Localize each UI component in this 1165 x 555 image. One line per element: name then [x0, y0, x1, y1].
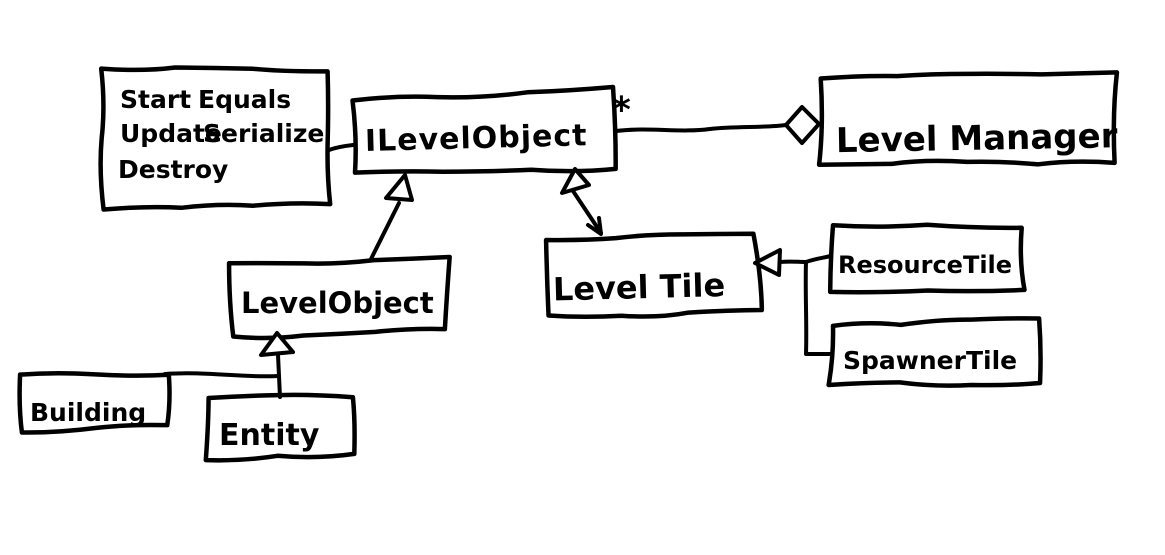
hollow-triangle-icon: [259, 331, 295, 357]
edge-spawnertile-branch: [803, 260, 833, 357]
note-method-destroy: Destroy: [118, 155, 228, 184]
node-spawnertile: SpawnerTile: [826, 316, 1043, 388]
edge-levelobject-realization: [369, 201, 401, 261]
note-method-update: Update: [120, 119, 222, 148]
node-resourcetile: ResourceTile: [827, 222, 1027, 295]
note-method-start: Start: [120, 85, 191, 114]
node-building: Building: [17, 370, 172, 435]
node-levelobject: LevelObject: [226, 254, 452, 341]
arrowhead-icon: [586, 216, 603, 236]
edge-building-branch: [163, 371, 280, 379]
aggregation-diamond-icon: [784, 105, 821, 145]
node-label-leveltile: Level Tile: [552, 266, 725, 308]
hollow-triangle-icon: [560, 167, 591, 195]
note-method-equals: Equals: [198, 85, 291, 114]
node-label-resourcetile: ResourceTile: [838, 251, 1012, 279]
edge-resourcetile-branch: [804, 254, 833, 264]
node-label-levelmanager: Level Manager: [836, 116, 1118, 161]
note-method-serialize: Serialize: [203, 119, 324, 148]
node-leveltile: Level Tile: [543, 231, 765, 319]
edge-aggregation-line: [614, 123, 788, 133]
node-box-spawnertile: [826, 316, 1043, 388]
hollow-triangle-icon: [753, 248, 782, 277]
node-entity: Entity: [203, 392, 357, 463]
edges: *: [163, 90, 833, 399]
node-box-resourcetile: [827, 222, 1027, 295]
edge-note-to-ilevelobject: [327, 143, 355, 152]
node-box-building: [17, 370, 172, 435]
node-label-building: Building: [30, 398, 146, 427]
node-label-entity: Entity: [219, 418, 320, 453]
node-label-ilevelobject: ILevelObject: [365, 118, 588, 159]
hollow-triangle-icon: [384, 173, 414, 202]
note-box-outline: [98, 65, 333, 212]
edge-entity-stem: [276, 353, 282, 399]
node-box-levelmanager: [816, 70, 1120, 168]
node-method-note: Start Equals Update Serialize Destroy: [98, 65, 333, 212]
node-levelmanager: Level Manager: [816, 70, 1120, 168]
node-ilevelobject: ILevelObject: [350, 84, 618, 175]
node-box-leveltile: [543, 231, 765, 319]
multiplicity-star: *: [612, 90, 631, 131]
node-label-spawnertile: SpawnerTile: [843, 346, 1017, 375]
node-label-levelobject: LevelObject: [241, 286, 434, 320]
node-box-ilevelobject: [350, 84, 618, 175]
node-box-levelobject: [226, 254, 452, 341]
edge-leveltile-realization: [571, 189, 603, 235]
